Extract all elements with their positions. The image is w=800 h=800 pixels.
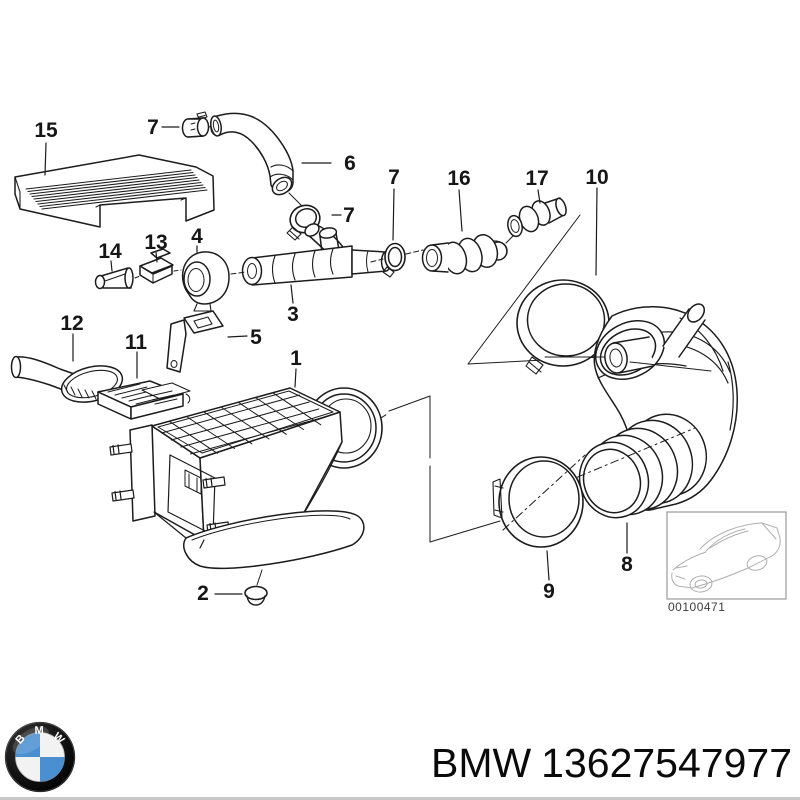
callout-13: 13 bbox=[144, 231, 167, 254]
parts-diagram: 15 7 6 7 7 16 17 10 14 13 4 3 12 11 5 1 … bbox=[10, 111, 787, 614]
callout-10: 10 bbox=[585, 166, 608, 189]
bmw-logo: B M W bbox=[4, 721, 76, 793]
part-idle-air-pipe bbox=[230, 223, 392, 286]
logo-quarter-blue-tl bbox=[15, 732, 41, 757]
part-rubber-boot-17 bbox=[507, 197, 567, 238]
part-grommet-2 bbox=[244, 569, 268, 606]
vehicle-thumbnail bbox=[671, 522, 781, 593]
part-hose-clamp-7a bbox=[181, 111, 218, 138]
logo-letter-m: M bbox=[34, 725, 44, 737]
callout-6: 6 bbox=[344, 152, 356, 175]
part-connector-11 bbox=[97, 380, 191, 420]
callout-8: 8 bbox=[621, 553, 633, 576]
callout-9: 9 bbox=[543, 580, 555, 603]
callout-7a: 7 bbox=[147, 116, 159, 139]
vehicle-inset: 00100471 bbox=[666, 511, 787, 614]
callout-5: 5 bbox=[250, 326, 262, 349]
callout-14: 14 bbox=[98, 240, 122, 263]
part-sensor-housing bbox=[181, 251, 230, 312]
callout-12: 12 bbox=[60, 312, 83, 335]
part-plug-14 bbox=[94, 267, 141, 290]
leader-lines bbox=[44, 126, 628, 595]
callout-2: 2 bbox=[197, 582, 209, 605]
callout-11: 11 bbox=[125, 331, 148, 354]
part-intake-boot bbox=[544, 303, 738, 519]
callout-1: 1 bbox=[290, 347, 302, 370]
callout-17: 17 bbox=[525, 167, 548, 190]
part-number-text: 13627547977 bbox=[541, 740, 792, 786]
part-connector-13 bbox=[139, 248, 182, 284]
part-rubber-boot-16 bbox=[421, 234, 514, 275]
callout-7b: 7 bbox=[343, 204, 355, 227]
part-bracket-5 bbox=[166, 310, 224, 373]
part-air-collector-cover bbox=[14, 154, 215, 228]
inset-code: 00100471 bbox=[668, 600, 725, 614]
callout-7c: 7 bbox=[388, 166, 400, 189]
part-vent-hose bbox=[210, 112, 304, 208]
part-hose-clamp-7c bbox=[370, 242, 424, 278]
part-hose-clamp-9 bbox=[374, 395, 586, 548]
part-air-flow-meter bbox=[109, 387, 383, 570]
logo-quarter-blue-br bbox=[40, 757, 65, 782]
callout-15: 15 bbox=[34, 119, 58, 142]
callout-16: 16 bbox=[447, 167, 470, 190]
brand-text: BMW bbox=[430, 740, 532, 786]
callout-4: 4 bbox=[191, 225, 203, 248]
callout-3: 3 bbox=[287, 303, 299, 326]
bottom-strip bbox=[0, 797, 800, 800]
